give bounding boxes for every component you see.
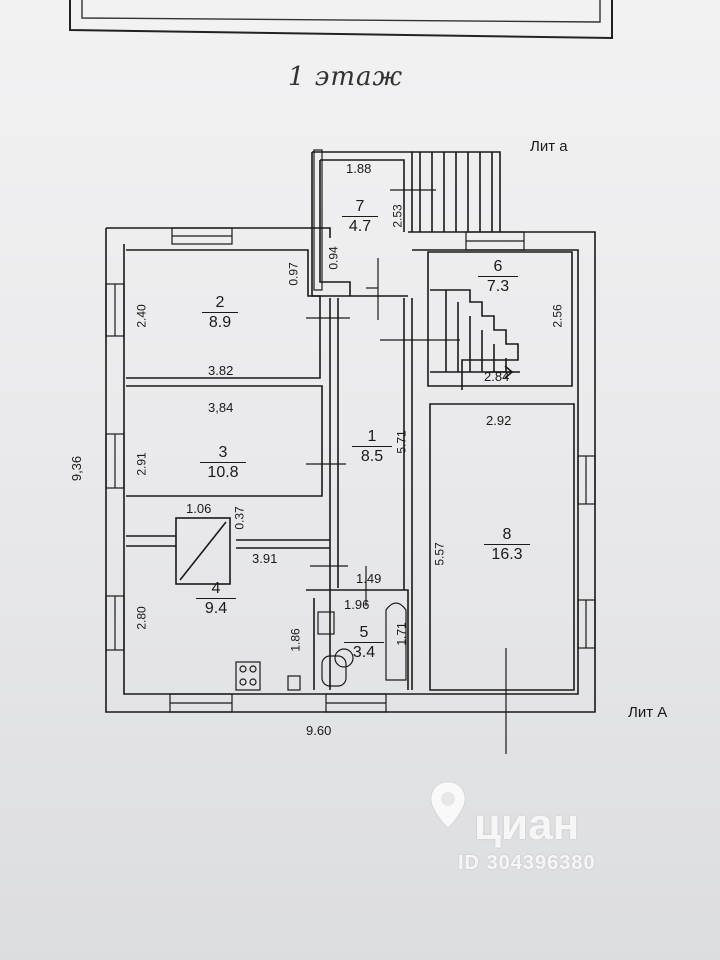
room-6-label: 6 7.3 [478, 258, 518, 297]
room-number: 2 [215, 294, 225, 311]
room-7-label: 7 4.7 [342, 198, 378, 237]
dim-r5-top: 1.49 [356, 571, 382, 586]
room-area: 9.4 [196, 598, 236, 618]
dim-overall-width: 9.60 [306, 723, 332, 738]
dim-r6-width: 2.84 [484, 369, 510, 384]
room-number: 8 [502, 526, 512, 543]
room-2-label: 2 8.9 [202, 294, 238, 333]
page-title: 1 этаж [288, 62, 404, 92]
dim-r8-width: 2.92 [486, 413, 512, 428]
room-area: 4.7 [342, 216, 378, 236]
dim-r2-depth: 2.40 [134, 304, 149, 328]
room-number: 7 [355, 198, 365, 215]
dim-r3-depth: 2.91 [134, 452, 149, 476]
room-number: 1 [367, 428, 377, 445]
dim-r4-depth: 2.80 [134, 606, 149, 630]
room-4-label: 4 9.4 [196, 580, 236, 619]
dim-r7-depth: 2.53 [390, 204, 405, 228]
dim-r7-width: 1.88 [346, 161, 372, 176]
room-number: 4 [211, 580, 221, 597]
room-number: 5 [359, 624, 369, 641]
watermark-brand: циан [474, 800, 580, 849]
dim-r4-top: 1.06 [186, 501, 212, 516]
room-8-label: 8 16.3 [484, 526, 530, 565]
dim-r4-small: 1.86 [288, 628, 303, 652]
room-number: 6 [493, 258, 503, 275]
dim-r2-step: 0.97 [286, 262, 301, 286]
room-area: 8.5 [352, 446, 392, 466]
dim-r5-depth: 1.71 [394, 622, 409, 646]
room-area: 16.3 [484, 544, 530, 564]
lit-a-upper-label: Лит а [530, 138, 568, 155]
room-5-label: 5 3.4 [344, 624, 384, 663]
room-3-label: 3 10.8 [200, 444, 246, 483]
room-1-label: 1 8.5 [352, 428, 392, 467]
room-area: 7.3 [478, 276, 518, 296]
room-area: 3.4 [344, 642, 384, 662]
lit-a-main-label: Лит А [628, 704, 668, 721]
dim-r2-width: 3.82 [208, 363, 234, 378]
dim-r8-depth: 5.57 [432, 542, 447, 566]
dim-r7-step: 0.94 [326, 246, 341, 270]
dim-r5-width: 1.96 [344, 597, 370, 612]
dim-r1-depth: 5.71 [394, 430, 409, 454]
room-number: 3 [218, 444, 228, 461]
dim-r4-width: 3.91 [252, 551, 278, 566]
dim-r4-step: 0.37 [232, 506, 247, 530]
dim-overall-depth: 9,36 [69, 455, 85, 482]
dim-r6-depth: 2.56 [550, 304, 565, 328]
room-area: 8.9 [202, 312, 238, 332]
room-area: 10.8 [200, 462, 246, 482]
watermark-id: ID 304396380 [458, 852, 596, 874]
dim-r3-width: 3,84 [208, 400, 234, 415]
cian-logo-icon [430, 781, 466, 829]
